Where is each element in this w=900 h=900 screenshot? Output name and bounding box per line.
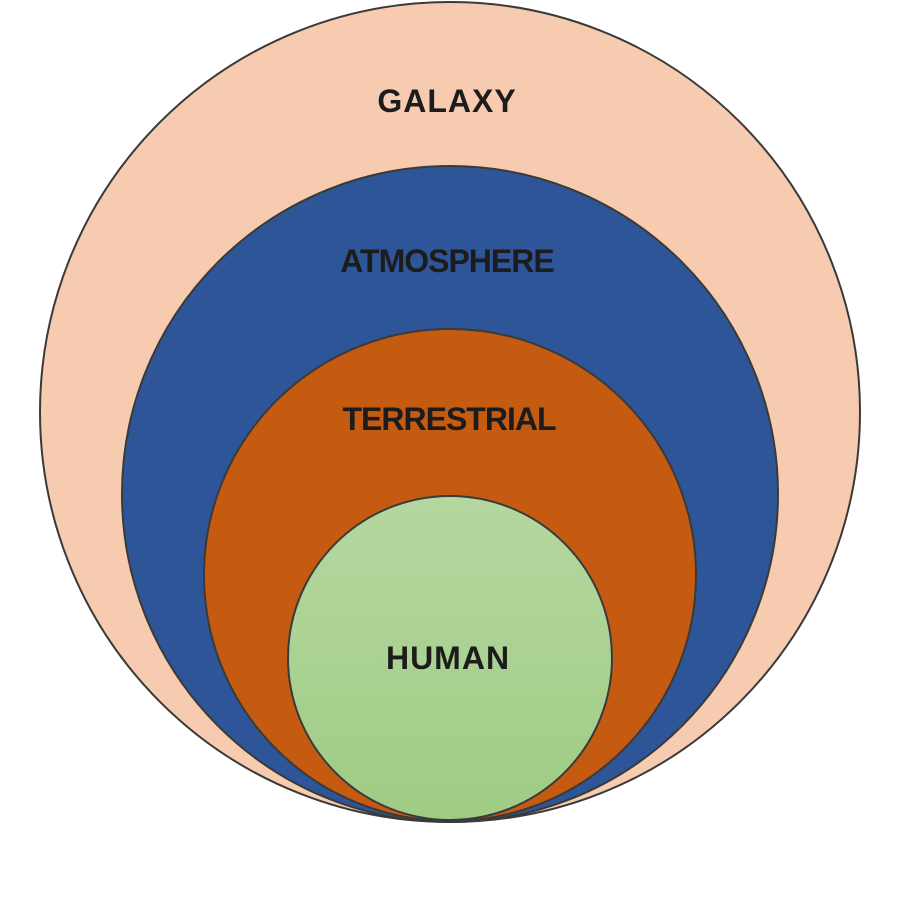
galaxy-label: GALAXY <box>377 83 516 119</box>
atmosphere-label: ATMOSPHERE <box>340 243 554 279</box>
terrestrial-label: TERRESTRIAL <box>343 401 556 437</box>
human-label: HUMAN <box>386 640 510 676</box>
human-circle <box>287 495 613 821</box>
